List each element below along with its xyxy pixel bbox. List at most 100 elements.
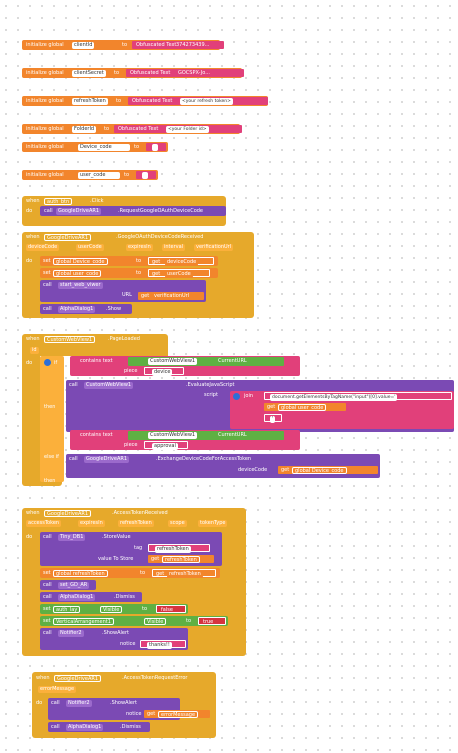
set-device-code[interactable]: set global Device_code to get deviceCode [40,256,218,266]
param-accessToken[interactable]: accessToken [26,520,62,527]
device-code-received-event[interactable]: when GoogleDriveAR1 .GoogleOAuthDeviceCo… [22,232,254,318]
global-name-field[interactable]: clientSecret [72,69,106,77]
obfuscated-value[interactable]: <your refresh token> [180,97,233,105]
exchange-device-code-call[interactable]: call GoogleDriveAR1 .ExchangeDeviceCodeF… [66,454,380,478]
obfuscated-text-block[interactable]: Obfuscated Text <your refresh token> [128,97,268,105]
call-start-web-viewer[interactable]: call start_web_viwer URL get verificatio… [40,280,206,302]
obfuscated-value[interactable]: GOCSPX-Jo... [178,69,210,76]
call-alpha-dialog-show[interactable]: call AlphaDialog1 .Show [40,304,132,314]
property-dropdown[interactable]: Visible [144,617,167,625]
empty-text-block[interactable] [136,171,156,179]
procedure-dropdown[interactable]: start_web_viwer [58,281,103,289]
call-alpha-dialog-dismiss[interactable]: call AlphaDialog1 .Dismiss [40,592,142,602]
tinydb-store-value-call[interactable]: call Tiny_DB1 .StoreValue tag refreshTok… [40,532,222,566]
get-verificationUrl[interactable]: get verificationUrl [138,292,204,300]
variable-dropdown[interactable]: deviceCode [165,258,199,266]
component-dropdown[interactable]: CustomWebView1 [148,358,198,365]
param-expiresIn[interactable]: expiresIn [126,244,153,251]
obfuscated-value[interactable]: 374273439... [176,41,210,48]
variable-dropdown[interactable]: global Device_code [292,466,347,474]
obfuscated-text-block[interactable]: Obfuscated Text <your Folder id> [114,125,242,133]
boolean-value[interactable]: false [161,606,173,613]
access-token-received-event[interactable]: when GoogleDriveAR1 .AccessTokenReceived… [22,508,246,656]
set-user-code[interactable]: set global user_code to get userCode [40,268,218,278]
variable-dropdown[interactable]: errorMessage [158,710,199,718]
call-alpha-dialog-dismiss[interactable]: call AlphaDialog1 .Dismiss [48,722,150,732]
global-name-field[interactable]: user_code [78,171,120,179]
false-block[interactable]: false [156,605,186,613]
param-refreshToken[interactable]: refreshToken [118,520,154,527]
text-value[interactable]: ' [270,415,276,423]
text-approval[interactable]: approval [144,441,188,450]
text-value[interactable]: thanks!! [147,641,172,649]
empty-text-value[interactable] [152,143,158,151]
component-dropdown[interactable]: auth_btn [44,197,73,205]
global-user_code-block[interactable]: initialize global user_code to [22,170,158,180]
param-userCode[interactable]: userCode [76,244,104,251]
component-dropdown[interactable]: Notifier2 [58,629,84,637]
param-interval[interactable]: interval [162,244,186,251]
page-loaded-event[interactable]: when CustomWebView1 .PageLoaded id do if… [22,334,454,486]
global-name-field[interactable]: FolderId [72,125,97,133]
get-global-device-code[interactable]: get global Device_code [278,466,378,474]
component-dropdown[interactable]: AlphaDialog1 [66,723,104,731]
set-auth-lay-visible[interactable]: set auth_lay Visible to false [40,604,188,614]
contains-text-device[interactable]: contains text CustomWebView1 CurrentURL … [70,356,300,376]
global-name-field[interactable]: clientId [72,41,95,49]
call-notifier-show-alert[interactable]: call Notifier2 .ShowAlert notice thanks!… [40,628,188,650]
empty-text-block[interactable] [146,143,166,151]
param-expiresIn[interactable]: expiresIn [78,520,105,527]
text-device[interactable]: device [144,367,184,376]
obfuscated-value[interactable]: <your Folder id> [166,125,209,133]
global-name-field[interactable]: refreshToken [72,97,108,105]
join-block[interactable]: join document.getElementsByTagName("inpu… [230,391,454,429]
get-errorMessage[interactable]: get errorMessage [144,710,210,718]
request-device-code-call[interactable]: call GoogleDriveAR1 .RequestGoogleOAuthD… [40,206,226,216]
param-deviceCode[interactable]: deviceCode [26,244,60,251]
obfuscated-text-block[interactable]: Obfuscated Text GOCSPX-Jo... [126,69,244,77]
component-dropdown[interactable]: Tiny_DB1 [58,533,86,541]
gear-icon[interactable] [233,393,240,400]
boolean-value[interactable]: true [203,618,214,625]
variable-dropdown[interactable]: global user_code [53,269,102,277]
get-refreshToken[interactable]: get refreshToken [148,555,214,563]
web-view-current-url[interactable]: CustomWebView1 CurrentURL [128,431,284,440]
set-global-refresh-token[interactable]: set global refreshToken to get refreshTo… [40,568,220,578]
param-tokenType[interactable]: tokenType [198,520,228,527]
component-dropdown[interactable]: CustomWebView1 [84,381,134,389]
variable-dropdown[interactable]: global user_code [278,403,327,411]
global-refreshToken-block[interactable]: initialize global refreshToken to Obfusc… [22,96,268,106]
component-dropdown[interactable]: CustomWebView1 [44,335,96,343]
component-dropdown[interactable]: AlphaDialog1 [58,305,96,313]
set-vertical-arrangement-visible[interactable]: set VerticalArrangement1 Visible to true [40,616,228,626]
variable-dropdown[interactable]: refreshToken [162,555,200,563]
get-userCode[interactable]: get userCode [148,269,210,278]
if-control-spine[interactable]: if then else if then [40,356,64,484]
component-dropdown[interactable]: VerticalArrangement1 [53,617,114,625]
component-dropdown[interactable]: GoogleDriveAR1 [84,455,130,463]
variable-dropdown[interactable]: verificationUrl [152,292,192,300]
component-dropdown[interactable]: GoogleDriveAR1 [44,509,92,517]
global-clientSecret-block[interactable]: initialize global clientSecret to Obfusc… [22,68,244,78]
param-id[interactable]: id [30,347,39,354]
web-view-current-url[interactable]: CustomWebView1 CurrentURL [128,357,284,366]
obfuscated-text-block[interactable]: Obfuscated Text 374273439... [132,41,224,49]
param-scope[interactable]: scope [168,520,187,527]
text-value[interactable]: document.getElementsByTagName("input")[0… [270,393,398,401]
component-dropdown[interactable]: GoogleDriveAR1 [44,233,92,241]
variable-dropdown[interactable]: refreshToken [167,570,203,578]
variable-dropdown[interactable]: userCode [165,270,193,278]
evaluate-javascript-call[interactable]: call CustomWebView1 .EvaluateJavaScript … [66,380,454,432]
call-notifier-show-alert[interactable]: call Notifier2 .ShowAlert notice get err… [48,698,210,720]
empty-text-value[interactable] [142,171,148,179]
get-deviceCode[interactable]: get deviceCode [148,257,214,266]
component-dropdown[interactable]: AlphaDialog1 [58,593,96,601]
text-thanks[interactable]: thanks!! [140,640,186,649]
text-value[interactable]: refreshToken [155,545,191,553]
text-quote[interactable]: ' [264,414,282,423]
get-global-user-code[interactable]: get global user_code [264,403,346,411]
call-set-gd-ar[interactable]: call set_GD_AR [40,580,96,590]
component-dropdown[interactable]: auth_lay [53,605,81,613]
get-refreshToken[interactable]: get refreshToken [152,569,216,578]
global-clientId-block[interactable]: initialize global clientId to Obfuscated… [22,40,224,50]
